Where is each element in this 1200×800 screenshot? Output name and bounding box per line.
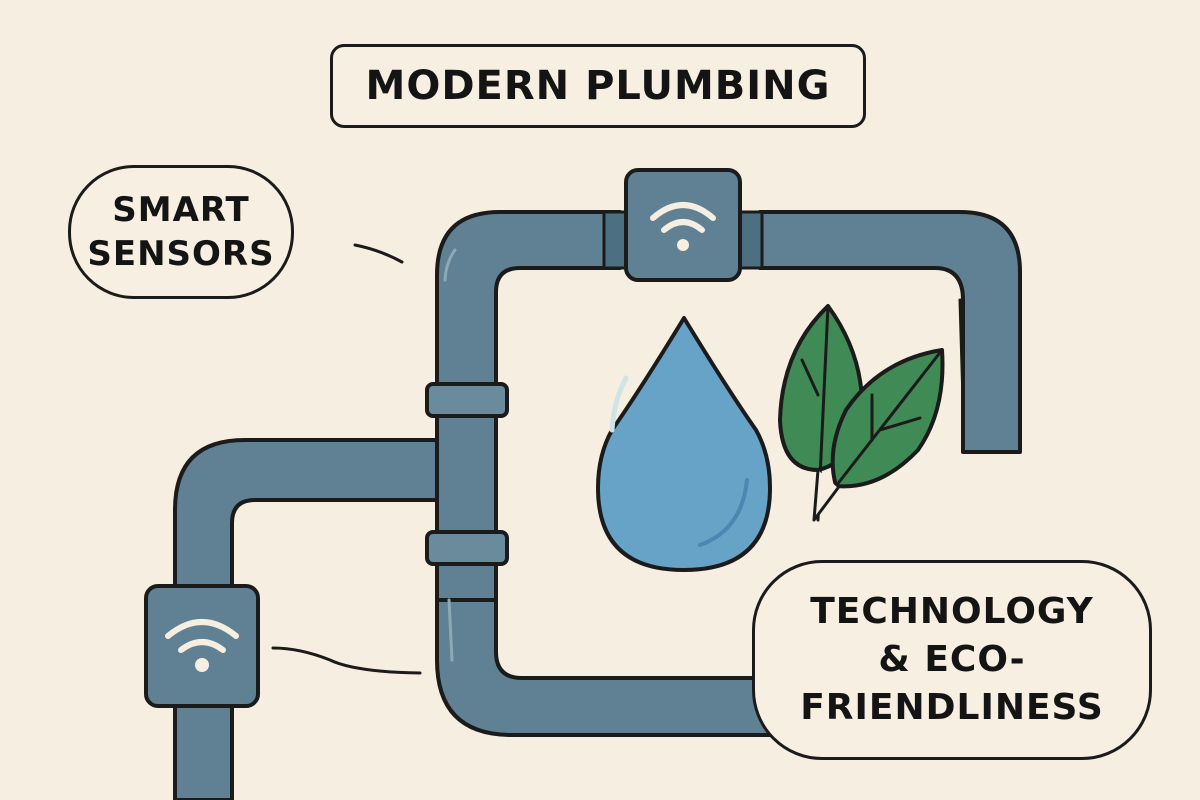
wifi-icon: [165, 619, 239, 653]
collar-top-left: [602, 210, 628, 270]
collar-top-right: [738, 210, 764, 270]
wifi-icon: [650, 202, 716, 233]
connector-smart-sensors: [353, 243, 404, 264]
smart-sensors-label: SMART SENSORS: [68, 165, 294, 299]
smart-sensors-text: SMART SENSORS: [87, 190, 275, 274]
pipe-top-right: [758, 210, 1022, 454]
coupling-upper: [425, 382, 509, 418]
title-label: MODERN PLUMBING: [330, 44, 866, 128]
leaves-icon: [778, 304, 945, 522]
pipe-bottom-elbow: [435, 598, 792, 737]
eco-text: TECHNOLOGY & ECO- FRIENDLINESS: [800, 591, 1104, 728]
title-text: MODERN PLUMBING: [365, 63, 831, 109]
eco-label: TECHNOLOGY & ECO- FRIENDLINESS: [752, 560, 1152, 760]
water-drop-icon: [596, 316, 772, 572]
pipe-main-vertical: [435, 210, 622, 642]
connector-left-sensor: [271, 646, 422, 675]
coupling-lower: [425, 530, 509, 566]
wifi-dot: [195, 658, 209, 672]
sensor-left: [144, 584, 260, 708]
wifi-dot: [677, 239, 689, 251]
